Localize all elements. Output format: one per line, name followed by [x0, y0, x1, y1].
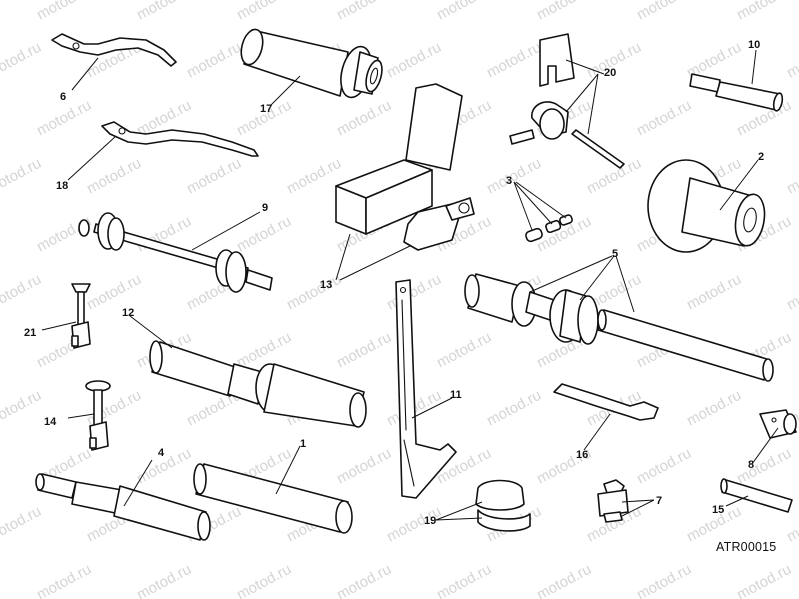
watermark-text: motod.ru	[84, 387, 144, 430]
tool-1-drift	[193, 463, 353, 534]
watermark-text: motod.ru	[434, 329, 494, 372]
watermark-text: motod.ru	[0, 39, 44, 82]
tool-15-pin	[720, 478, 793, 513]
callout-14: 14	[44, 416, 57, 428]
watermark-text: motod.ru	[334, 445, 394, 488]
callout-9: 9	[262, 202, 268, 214]
tool-14-locking-pin	[85, 380, 111, 451]
watermark-text: motod.ru	[634, 561, 694, 599]
callout-6: 6	[60, 91, 66, 103]
watermark-text: motod.ru	[634, 445, 694, 488]
watermark-text: motod.ru	[434, 561, 494, 599]
callout-18: 18	[56, 180, 68, 192]
callout-21: 21	[24, 327, 36, 339]
callout-8: 8	[748, 459, 754, 471]
watermark-text: motod.ru	[234, 329, 294, 372]
watermark-text: motod.ru	[784, 155, 799, 198]
tool-2-drift	[647, 159, 766, 253]
watermark-text: motod.ru	[484, 39, 544, 82]
watermark-text: motod.ru	[634, 0, 694, 24]
tool-5-drift-set	[464, 273, 774, 382]
tool-17-tube	[240, 28, 383, 99]
tool-11-holding-tool	[395, 279, 457, 499]
watermark-text: motod.ru	[34, 97, 94, 140]
watermark-text: motod.ru	[134, 561, 194, 599]
tool-9-shaft	[78, 212, 273, 293]
watermark-text: motod.ru	[684, 387, 744, 430]
watermark-text: motod.ru	[334, 561, 394, 599]
drawing-code: ATR00015	[716, 540, 777, 554]
callout-15: 15	[712, 504, 724, 516]
watermark-text: motod.ru	[334, 97, 394, 140]
callout-19: 19	[424, 515, 436, 527]
watermark-text: motod.ru	[0, 503, 44, 546]
watermark-text: motod.ru	[0, 155, 44, 198]
watermark-text: motod.ru	[184, 39, 244, 82]
tool-19-sleeve	[475, 479, 531, 532]
tool-16-spanner	[553, 383, 659, 421]
tool-18-hook-spanner	[101, 121, 259, 157]
callout-3: 3	[506, 175, 512, 187]
watermark-text: motod.ru	[184, 155, 244, 198]
callout-12: 12	[122, 307, 134, 319]
tool-12-drift	[149, 340, 367, 428]
watermark-text: motod.ru	[334, 0, 394, 24]
watermark-text: motod.ru	[434, 0, 494, 24]
callouts: 6 18 17 10 20 2 3 9 5 13 21 12 11 14 16 …	[24, 39, 764, 527]
callout-4: 4	[158, 447, 165, 459]
watermark-text: motod.ru	[134, 0, 194, 24]
tool-20-set	[509, 33, 625, 169]
watermark-text: motod.ru	[734, 561, 794, 599]
callout-17: 17	[260, 103, 272, 115]
watermark-text: motod.ru	[684, 271, 744, 314]
tool-7-adapter	[597, 479, 629, 523]
watermark-text: motod.ru	[34, 561, 94, 599]
tool-21-locking-pin	[71, 283, 91, 349]
tool-13-box-and-clamp	[335, 83, 475, 251]
callout-11: 11	[450, 389, 462, 401]
watermark-text: motod.ru	[634, 97, 694, 140]
callout-13: 13	[320, 279, 332, 291]
tool-6-hook-spanner	[51, 33, 177, 67]
watermark-text: motod.ru	[284, 271, 344, 314]
watermark-text: motod.ru	[534, 0, 594, 24]
callout-2: 2	[758, 151, 764, 163]
watermark-text: motod.ru	[734, 445, 794, 488]
watermark-text: motod.ru	[534, 561, 594, 599]
callout-7: 7	[656, 495, 662, 507]
tool-3-washers	[525, 214, 573, 243]
watermark-text: motod.ru	[734, 0, 794, 24]
watermark-text: motod.ru	[484, 387, 544, 430]
tool-8-sleeve	[759, 409, 797, 439]
watermark-text: motod.ru	[84, 155, 144, 198]
watermark-text: motod.ru	[234, 0, 294, 24]
watermark-text: motod.ru	[384, 271, 444, 314]
callout-20: 20	[604, 67, 616, 79]
callout-16: 16	[576, 449, 588, 461]
watermark-text: motod.ru	[234, 213, 294, 256]
watermark-text: motod.ru	[784, 271, 799, 314]
watermark-text: motod.ru	[234, 561, 294, 599]
callout-5: 5	[612, 248, 618, 260]
watermark-text: motod.ru	[34, 0, 94, 24]
tool-10-pin	[689, 73, 784, 112]
watermark-text: motod.ru	[0, 271, 44, 314]
tool-4-drift	[35, 473, 211, 541]
watermark-text: motod.ru	[384, 39, 444, 82]
watermark-text: motod.ru	[334, 329, 394, 372]
callout-1: 1	[300, 438, 306, 450]
leader-lines	[41, 49, 779, 521]
watermark-text: motod.ru	[84, 271, 144, 314]
watermark-text: motod.ru	[784, 39, 799, 82]
callout-10: 10	[748, 39, 760, 51]
watermark-text: motod.ru	[0, 387, 44, 430]
watermark-text: motod.ru	[484, 155, 544, 198]
watermark-text: motod.ru	[284, 155, 344, 198]
